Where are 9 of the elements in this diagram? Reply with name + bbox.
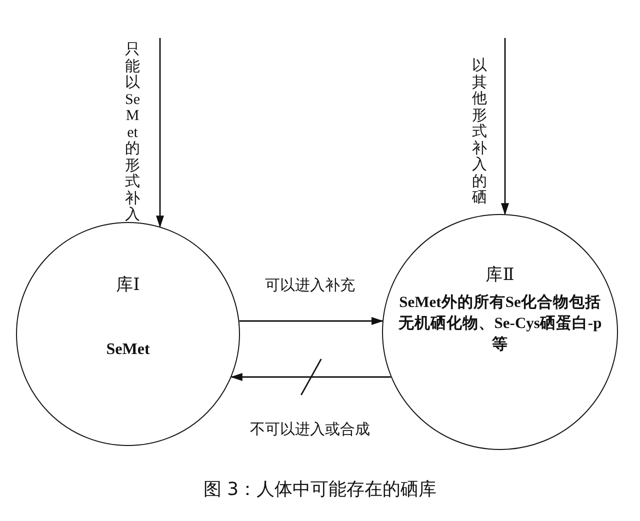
figure-caption: 图 3：人体中可能存在的硒库 bbox=[202, 478, 438, 501]
edge-label: 可以进入补充 bbox=[263, 276, 357, 295]
pool-content: SeMet bbox=[105, 341, 151, 359]
pool-title: 库Ⅱ bbox=[484, 264, 516, 286]
pool-title: 库Ⅰ bbox=[115, 274, 141, 296]
pool-content: SeMet外的所有Se化合物包括无机硒化物、Se-Cys硒蛋白-p等 bbox=[397, 293, 603, 355]
edge-label: 以其他形式补入的硒 bbox=[472, 58, 487, 206]
edge-label: 只能以SeMet的形式补入 bbox=[125, 42, 140, 224]
edge-label: 不可以进入或合成 bbox=[248, 420, 372, 439]
